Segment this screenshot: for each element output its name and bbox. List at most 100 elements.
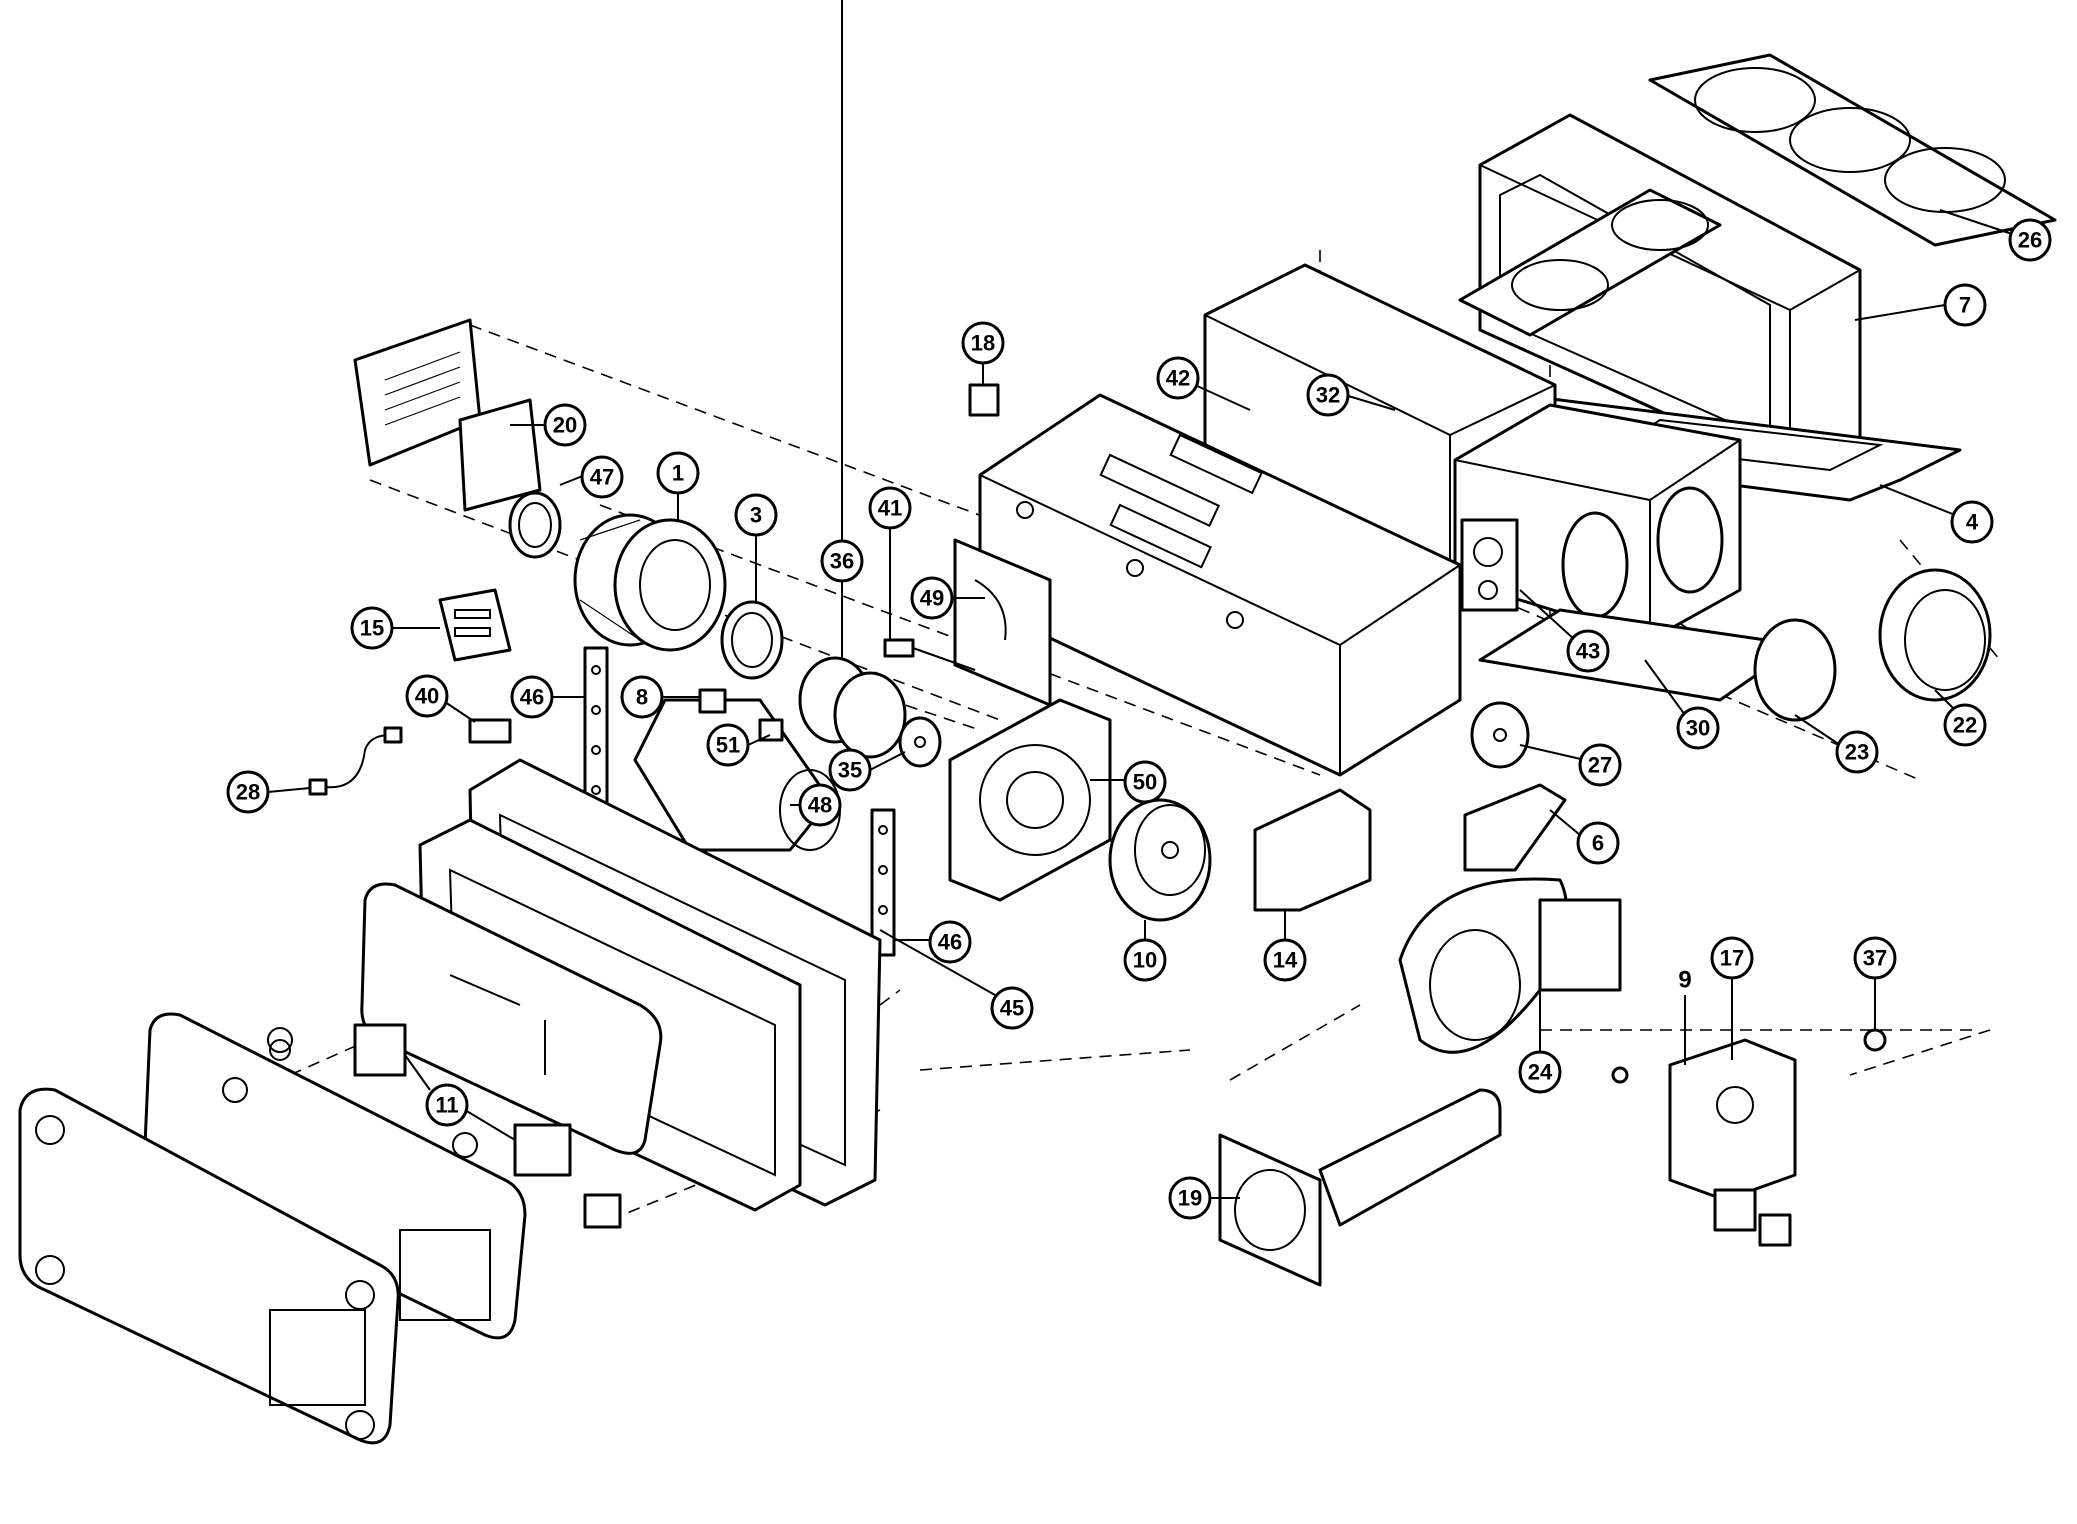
callout-51: 51 [706,723,771,767]
washer-27 [1470,701,1530,769]
burner-box-43 [1453,403,1742,642]
svg-text:48: 48 [808,793,832,818]
svg-text:1: 1 [672,461,684,486]
callout-27: 27 [1519,743,1622,787]
callout-46b: 46 [894,920,972,964]
svg-text:41: 41 [878,496,902,521]
callout-23: 23 [1794,714,1879,774]
outer-cover [18,1039,400,1445]
callout-20: 20 [510,403,587,447]
svg-text:4: 4 [1966,510,1979,535]
callout-46a: 46 [510,675,585,719]
top-bracket [1458,188,1722,337]
svg-text:37: 37 [1863,946,1887,971]
callout-32: 32 [1306,373,1396,417]
flange-22 [1878,568,1992,702]
callout-15: 15 [350,606,440,650]
callout-36: 36 [820,0,864,660]
callout-10: 10 [1123,920,1167,982]
connector-41 [883,638,976,671]
svg-text:3: 3 [750,503,762,528]
callout-45: 45 [879,929,1034,1030]
svg-text:10: 10 [1133,948,1157,973]
callouts: 26 7 4 22 23 30 43 27 [226,0,2052,1220]
svg-text:28: 28 [236,780,260,805]
gasket-23 [1753,618,1837,722]
callout-9: 9 [1678,967,1692,1065]
callout-11: 11 [404,1054,516,1141]
callout-17: 17 [1710,936,1754,1060]
motor-8 [633,688,841,852]
callout-4: 4 [1879,484,1994,544]
svg-text:46: 46 [938,930,962,955]
washer-9 [1611,1066,1629,1084]
svg-text:19: 19 [1178,1186,1202,1211]
bracket-46a [583,646,609,805]
svg-text:42: 42 [1166,366,1190,391]
clip-40 [468,718,512,744]
svg-text:17: 17 [1720,946,1744,971]
callout-3: 3 [734,493,778,602]
callout-7: 7 [1854,283,1987,327]
small-clip [583,1193,622,1229]
main-housing-49 [953,393,1462,777]
callout-28: 28 [226,770,311,814]
callout-41: 41 [868,486,912,640]
shield-14 [1253,788,1372,912]
callout-19: 19 [1168,1176,1240,1220]
callout-42: 42 [1156,356,1251,411]
callout-1: 1 [656,451,700,520]
callout-30: 30 [1644,659,1720,750]
svg-text:24: 24 [1528,1060,1553,1085]
blower-housing-50 [948,698,1112,902]
svg-text:45: 45 [1000,996,1024,1021]
callout-24: 24 [1518,990,1562,1094]
blower-wheel-1 [573,513,727,652]
bottom-plate-30 [1478,608,1802,702]
svg-text:26: 26 [2018,228,2042,253]
callout-26: 26 [1939,209,2052,262]
nut-37 [1863,1028,1887,1052]
wire-harness-28 [308,726,403,796]
callout-40: 40 [405,674,476,723]
svg-text:23: 23 [1845,740,1869,765]
bracket-6 [1463,783,1567,872]
svg-text:40: 40 [415,684,439,709]
igniter-24 [1398,877,1622,1054]
callout-50: 50 [1090,760,1167,804]
svg-text:35: 35 [838,758,862,783]
callout-14: 14 [1263,910,1307,982]
svg-text:27: 27 [1588,753,1612,778]
callout-18: 18 [961,321,1005,385]
clamp-3 [720,600,784,680]
svg-text:18: 18 [971,331,995,356]
callout-48: 48 [790,783,842,827]
callout-47: 47 [559,455,624,499]
hinge-11 [353,1023,572,1177]
gas-valve-17 [1668,1038,1797,1247]
callout-6: 6 [1549,809,1620,865]
callout-49: 49 [910,576,985,620]
svg-text:47: 47 [590,465,614,490]
svg-text:8: 8 [636,685,648,710]
svg-text:49: 49 [920,586,944,611]
svg-text:36: 36 [830,549,854,574]
svg-text:30: 30 [1686,716,1710,741]
svg-text:9: 9 [1678,967,1691,994]
callout-37: 37 [1853,936,1897,1030]
combustion-wheel-10 [1108,798,1212,922]
svg-text:14: 14 [1273,948,1298,973]
grille-cover-20 [353,318,542,512]
svg-text:7: 7 [1959,293,1971,318]
washer-35 [898,716,942,768]
svg-text:6: 6 [1592,831,1604,856]
svg-text:50: 50 [1133,770,1157,795]
svg-text:32: 32 [1316,383,1340,408]
callout-43: 43 [1519,589,1610,673]
callout-8: 8 [620,675,700,719]
relay-15 [438,588,512,662]
callout-22: 22 [1934,689,1987,747]
svg-text:51: 51 [716,733,740,758]
svg-text:43: 43 [1576,639,1600,664]
